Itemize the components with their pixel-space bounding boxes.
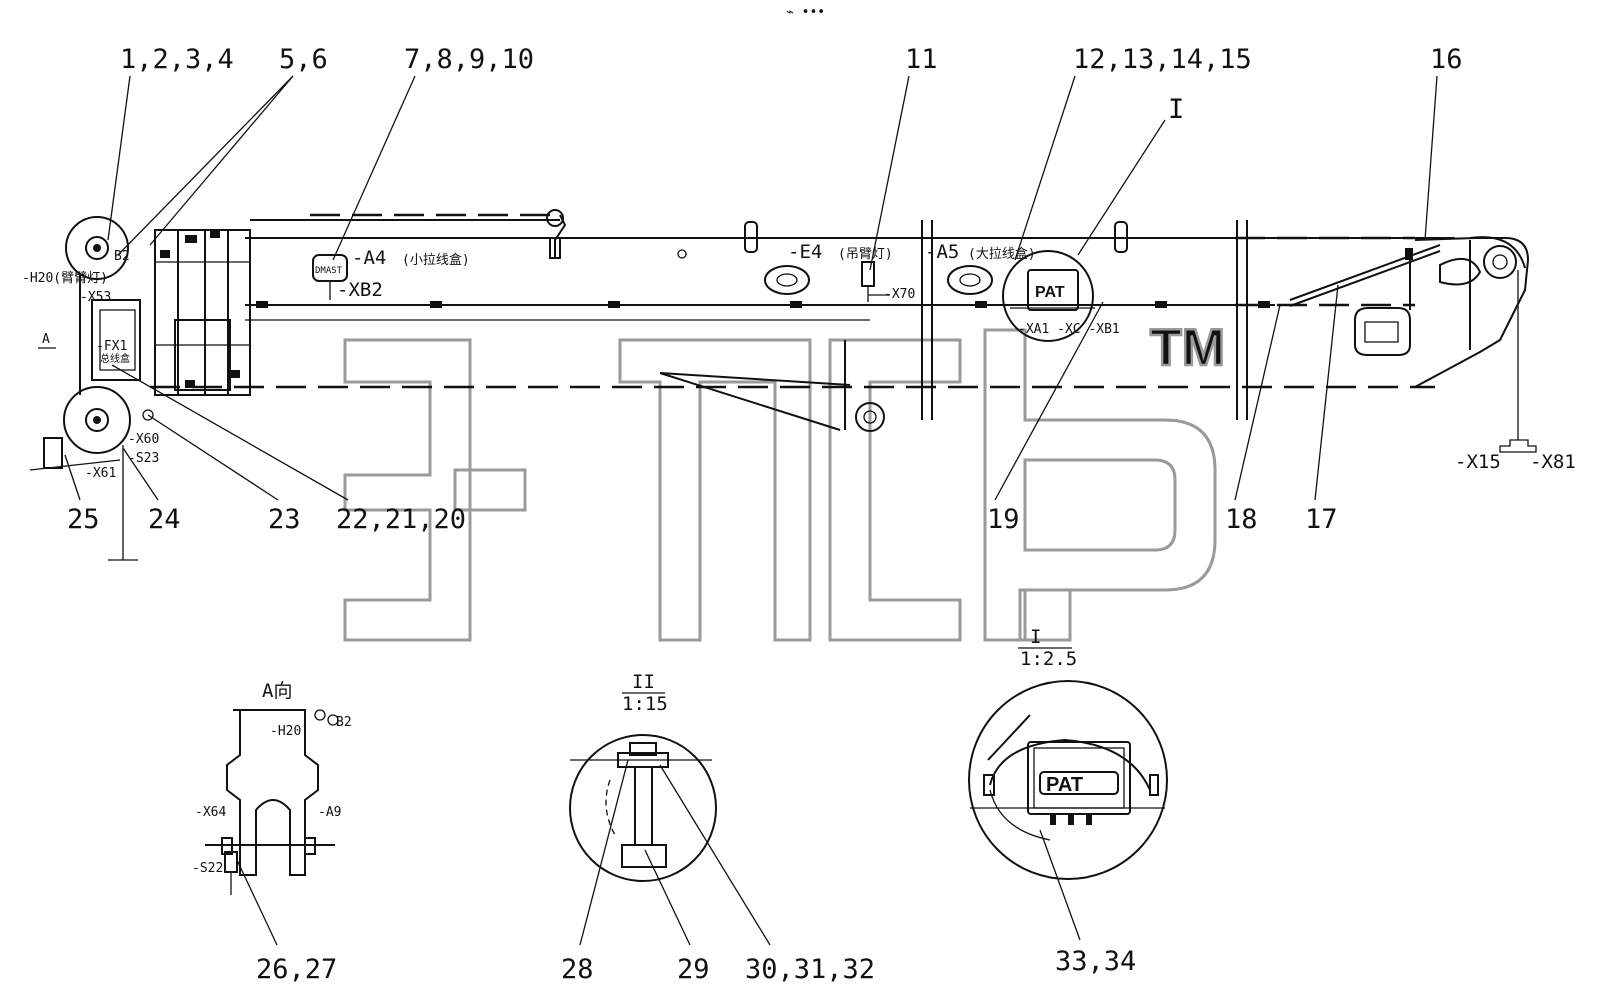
label-fx1-cn: 总线盒 xyxy=(100,352,130,365)
view-a-a9: -A9 xyxy=(318,805,341,820)
svg-text:DMAST: DMAST xyxy=(315,266,343,276)
callout-11: 11 xyxy=(905,44,938,75)
main-labels: -H20(臂臂灯) -X53 B2 A -FX1 总线盒 -X60 -S23 -… xyxy=(22,241,1576,481)
callout-5-6: 5,6 xyxy=(279,44,328,75)
label-e4: -E4 xyxy=(788,241,822,263)
callout-33-34: 33,34 xyxy=(1055,946,1136,977)
detail-i-pat: PAT xyxy=(1046,774,1083,796)
detail-ii-label: II xyxy=(632,671,655,693)
label-x81: -X81 xyxy=(1530,451,1576,473)
detail-ii: II 1:15 28 29 30,31,32 xyxy=(561,671,875,985)
e4-boom-lamp-icon xyxy=(861,261,890,302)
label-s23: -S23 xyxy=(128,451,159,466)
svg-text:PAT: PAT xyxy=(1035,284,1065,301)
boom-hole-1 xyxy=(764,265,810,295)
label-a4: -A4 xyxy=(352,247,386,269)
callout-I: I xyxy=(1168,94,1184,125)
detail-i: I 1:2.5 PAT 33,34 xyxy=(968,626,1168,977)
boom-main-view xyxy=(150,213,1537,453)
callout-28: 28 xyxy=(561,954,594,985)
view-a-x64: -X64 xyxy=(195,805,226,820)
a4-junction-box: DMAST xyxy=(312,254,348,300)
callout-23: 23 xyxy=(268,504,301,535)
label-xb2: -XB2 xyxy=(337,279,383,301)
view-a-s22: -S22 xyxy=(192,861,223,876)
label-x70: -X70 xyxy=(884,287,915,302)
callout-17: 17 xyxy=(1305,504,1338,535)
label-x15: -X15 xyxy=(1455,451,1501,473)
label-xa1-xc-xb1: -XA1 -XC -XB1 xyxy=(1018,322,1120,337)
label-fx1: -FX1 xyxy=(96,339,127,354)
callout-22-20: 22,21,20 xyxy=(336,504,466,535)
detail-ii-scale: 1:15 xyxy=(622,693,668,715)
label-x60: -X60 xyxy=(128,432,159,447)
detail-i-label: I xyxy=(1030,626,1041,648)
a5-pat-box: PAT xyxy=(1002,250,1095,342)
label-x53: -X53 xyxy=(80,290,111,305)
callout-16: 16 xyxy=(1430,44,1463,75)
detail-i-scale: 1:2.5 xyxy=(1020,648,1077,670)
callout-7-10: 7,8,9,10 xyxy=(404,44,534,75)
callout-29: 29 xyxy=(677,954,710,985)
view-a-b2: B2 xyxy=(336,715,352,730)
callout-19: 19 xyxy=(987,504,1020,535)
label-b2: B2 xyxy=(114,249,130,264)
label-x61: -X61 xyxy=(85,466,116,481)
callouts: 1,2,3,4 5,6 7,8,9,10 11 12,13,14,15 I 16… xyxy=(64,44,1463,535)
callout-1-4: 1,2,3,4 xyxy=(120,44,234,75)
boom-hole-2 xyxy=(947,265,993,295)
view-a-h20: -H20 xyxy=(270,724,301,739)
callout-12-15: 12,13,14,15 xyxy=(1073,44,1252,75)
label-h20: -H20(臂臂灯) xyxy=(22,271,108,286)
boom-root-left xyxy=(29,209,567,561)
callout-18: 18 xyxy=(1225,504,1258,535)
label-a4-cn: (小拉线盒) xyxy=(402,252,470,268)
lower-pivot xyxy=(844,340,885,432)
label-a5-cn: (大拉线盒) xyxy=(968,246,1036,262)
label-view-a: A xyxy=(42,332,50,347)
callout-26-27: 26,27 xyxy=(256,954,337,985)
menu-dots-icon[interactable]: ⌁ ••• xyxy=(786,5,825,20)
callout-24: 24 xyxy=(148,504,181,535)
view-a-detail: A向 B2 -H20 -X64 -A9 -S22 26,27 xyxy=(192,680,352,985)
callout-30-32: 30,31,32 xyxy=(745,954,875,985)
watermark-tm: TM xyxy=(1150,319,1225,377)
callout-25: 25 xyxy=(67,504,100,535)
label-a5: -A5 xyxy=(925,241,959,263)
watermark-logo: TM xyxy=(343,318,1226,642)
label-e4-cn: (吊臂灯) xyxy=(838,247,893,262)
view-a-title: A向 xyxy=(262,680,292,702)
